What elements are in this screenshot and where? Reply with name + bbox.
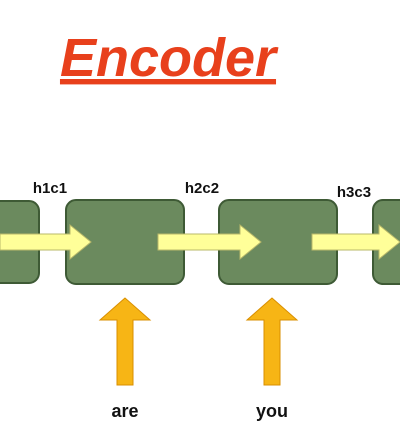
input-arrow-are <box>98 297 152 386</box>
state-arrow-3 <box>311 223 400 261</box>
state-arrow-2 <box>157 223 262 261</box>
input-word-you: you <box>256 401 288 421</box>
state-label-h3c3: h3c3 <box>337 184 371 201</box>
state-arrows-layer <box>0 223 400 261</box>
input-words-layer: are you <box>111 401 288 421</box>
input-arrows-layer <box>98 297 299 386</box>
diagram-title: Encoder <box>60 28 279 88</box>
state-label-h2c2: h2c2 <box>185 180 219 197</box>
state-labels-layer: h1c1 h2c2 h3c3 <box>33 180 371 201</box>
input-arrow-you <box>245 297 299 386</box>
state-label-h1c1: h1c1 <box>33 180 67 197</box>
input-word-are: are <box>111 401 138 421</box>
state-arrow-1 <box>0 223 92 261</box>
cells-layer <box>0 199 400 285</box>
